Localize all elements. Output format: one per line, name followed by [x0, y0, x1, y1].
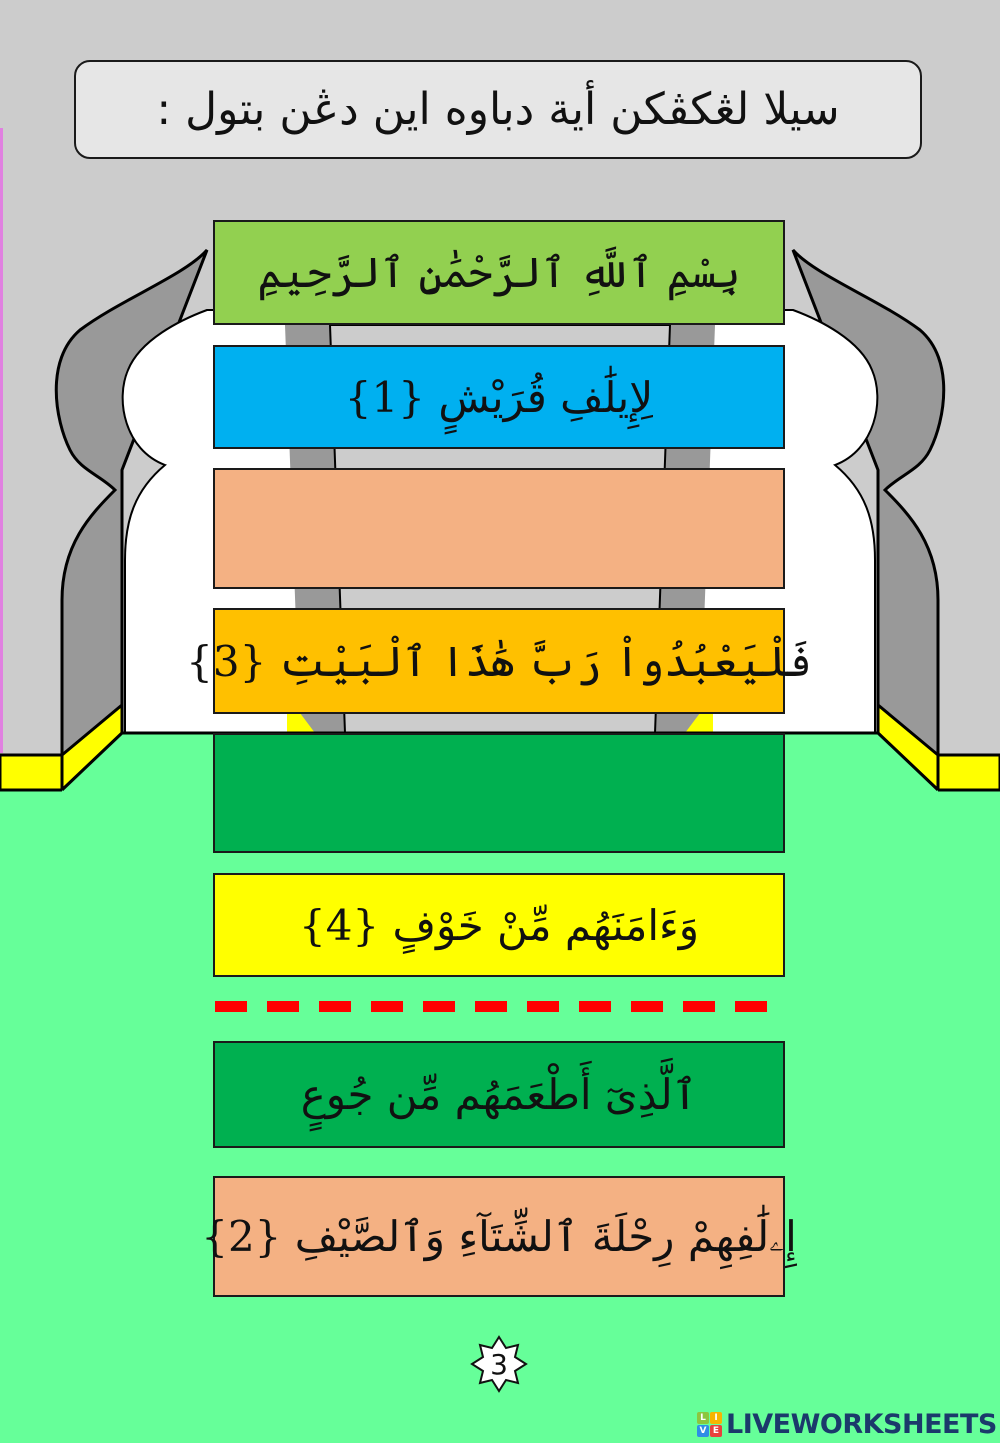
draggable-option-green[interactable]: ٱلَّذِىٓ أَطْعَمَهُم مِّن جُوعٍ [213, 1041, 785, 1148]
strip-bismillah: بِسْمِ ٱللَّهِ ٱلرَّحْمَٰنِ ٱلرَّحِيمِ [213, 220, 785, 325]
draggable-option-peach[interactable]: إِۦلَٰفِهِمْ رِحْلَةَ ٱلشِّتَآءِ وَٱلصَّ… [201, 1176, 797, 1297]
strip-verse-4: وَءَامَنَهُم مِّنْ خَوْفٍ {4} [213, 873, 785, 977]
page-number-badge: 3 [470, 1335, 528, 1393]
drop-slot-verse-2[interactable] [213, 468, 785, 589]
logo-letter: V [697, 1424, 709, 1437]
drop-slot-verse-3b[interactable] [213, 733, 785, 853]
bismillah-text: بِسْمِ ٱللَّهِ ٱلرَّحْمَٰنِ ٱلرَّحِيمِ [257, 248, 741, 297]
liveworksheets-logo: L I V E LIVEWORKSHEETS [697, 1408, 997, 1440]
option-text: ٱلَّذِىٓ أَطْعَمَهُم مِّن جُوعٍ [300, 1070, 698, 1119]
verse-1-text: لِإِيلَٰفِ قُرَيْشٍ {1} [344, 372, 654, 422]
instruction-box: سيلا لڠكڤكن أية دباوه اين دڠن بتول : [74, 60, 922, 159]
strip-verse-1: لِإِيلَٰفِ قُرَيْشٍ {1} [213, 345, 785, 449]
strip-verse-3: فَلْيَعْبُدُواْ رَبَّ هَٰذَا ٱلْبَيْتِ {… [186, 608, 812, 714]
verse-4-text: وَءَامَنَهُم مِّنْ خَوْفٍ {4} [298, 900, 700, 950]
logo-text: LIVEWORKSHEETS [726, 1408, 997, 1440]
logo-letter: L [697, 1411, 709, 1424]
divider-dashed-line [215, 1001, 785, 1012]
instruction-text: سيلا لڠكڤكن أية دباوه اين دڠن بتول : [156, 84, 840, 135]
logo-letter: I [710, 1411, 722, 1424]
liveworksheets-mark-icon: L I V E [697, 1411, 722, 1437]
logo-letter: E [710, 1424, 722, 1437]
eight-point-star-icon [470, 1335, 528, 1393]
verse-3-text: فَلْيَعْبُدُواْ رَبَّ هَٰذَا ٱلْبَيْتِ {… [186, 636, 812, 686]
page-number: 3 [490, 1347, 508, 1381]
option-text: إِۦلَٰفِهِمْ رِحْلَةَ ٱلشِّتَآءِ وَٱلصَّ… [201, 1211, 797, 1261]
